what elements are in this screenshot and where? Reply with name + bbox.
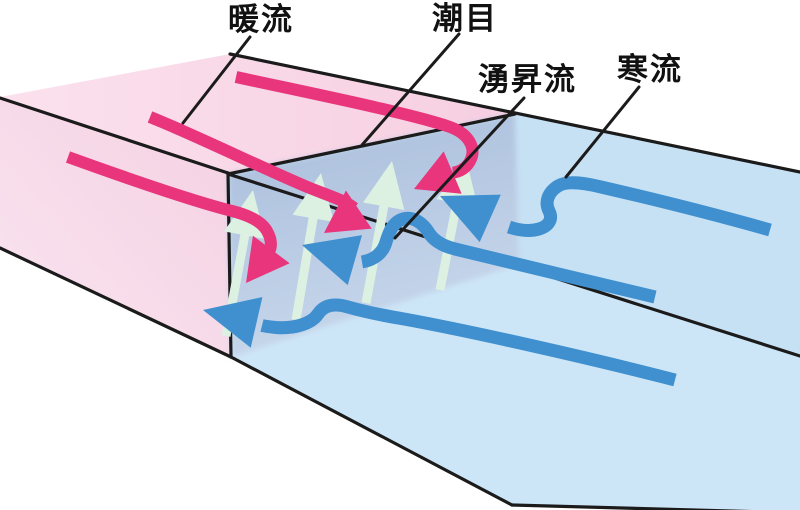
leader-line-cold-current xyxy=(564,85,641,179)
warm-current-arrow xyxy=(65,151,290,283)
label-upwelling: 湧昇流 xyxy=(478,62,577,97)
warm-current-arrows-group xyxy=(65,71,479,283)
tidal-front-surface-edge xyxy=(226,112,517,176)
cold-bottom-left-edge xyxy=(229,355,514,507)
leader-lines xyxy=(181,32,641,240)
cold-bottom-edge xyxy=(510,503,753,510)
warm-water-top-face xyxy=(0,54,515,174)
leader-line-upwelling xyxy=(393,96,526,240)
warm-current-arrow xyxy=(147,111,372,233)
label-cold-current: 寒流 xyxy=(617,52,683,87)
label-tidal-front: 潮目 xyxy=(432,1,498,36)
upwelling-arrow xyxy=(291,173,334,321)
cold-current-arrow xyxy=(302,211,657,304)
leader-line-tidal-front xyxy=(360,32,461,147)
label-warm-current: 暖流 xyxy=(228,2,294,37)
cold-current-arrows-group xyxy=(203,176,772,387)
leader-line-warm-current xyxy=(181,35,252,125)
warm-current-arrow xyxy=(234,71,479,194)
cold-current-arrow xyxy=(203,297,677,387)
warm-front-top-edge xyxy=(0,96,230,175)
warm-water-front-face xyxy=(0,98,231,357)
cold-current-arrow xyxy=(440,176,772,243)
warm-front-bottom-edge xyxy=(0,246,233,359)
